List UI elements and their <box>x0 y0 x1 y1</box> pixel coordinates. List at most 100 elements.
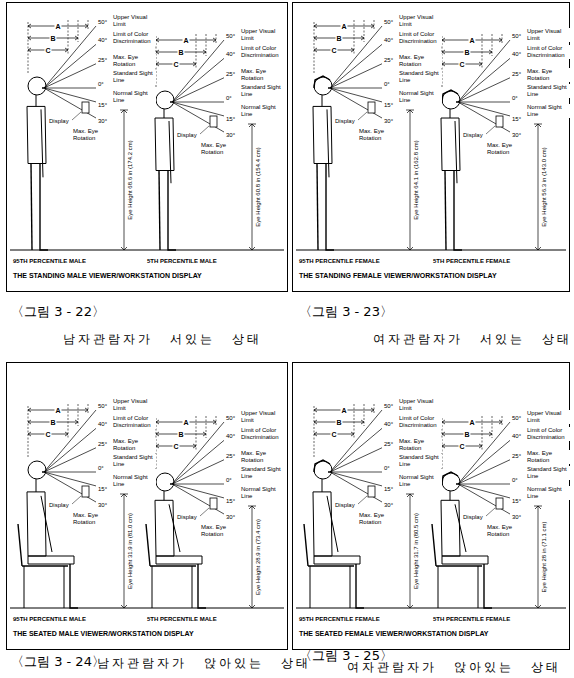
leg <box>159 171 160 251</box>
angle-label: 25° <box>383 441 394 448</box>
arrowhead <box>371 408 374 412</box>
dimension-letter: B <box>463 49 470 56</box>
angle-label: 15° <box>225 116 236 123</box>
eye-point <box>170 101 172 103</box>
arrowhead <box>28 24 31 28</box>
arrowhead <box>407 494 413 497</box>
sight-line <box>458 40 510 102</box>
extension-line <box>196 416 197 450</box>
angle-label: 25° <box>225 453 236 460</box>
arrowhead <box>442 444 445 448</box>
angle-label: 50° <box>511 415 522 422</box>
angle-label: 25° <box>383 57 394 64</box>
sight-line-label: Normal Sight Line <box>112 90 156 104</box>
extension-line <box>482 416 483 450</box>
dimension-letter: B <box>177 431 184 438</box>
limit-label: Max. Eye Rotation <box>486 524 530 538</box>
sight-line <box>330 410 382 472</box>
dimension-letter: C <box>172 443 179 450</box>
arrowhead <box>479 444 482 448</box>
sight-line <box>44 64 96 88</box>
neck <box>322 95 323 106</box>
arrowhead <box>121 110 127 113</box>
extension-line <box>196 34 197 68</box>
sight-line <box>44 88 96 89</box>
extension-line <box>492 34 493 56</box>
leader-line <box>72 112 81 120</box>
angle-label: 15° <box>383 486 394 493</box>
dimension-letter: A <box>340 23 347 30</box>
chair-leg <box>24 566 25 608</box>
panel-title: THE SEATED FEMALE VIEWER/WORKSTATION DIS… <box>299 629 489 638</box>
eye-height-label: Eye Height 28.9 in (73.4 cm) <box>255 518 262 596</box>
figure-caption: 95TH PERCENTILE FEMALE <box>299 257 380 265</box>
floor-line <box>10 250 284 251</box>
arrowhead <box>121 605 127 608</box>
sight-line <box>330 44 382 88</box>
angle-label: 50° <box>97 19 108 26</box>
sight-line <box>172 422 224 484</box>
chair-seat <box>436 565 482 567</box>
sight-line <box>172 102 224 116</box>
angle-label: 0° <box>97 465 105 472</box>
sight-line <box>44 448 96 472</box>
arrowhead <box>314 420 317 424</box>
display-symbol <box>496 498 503 509</box>
figure-caption: 남자관람자가 서있는 상태 <box>62 332 263 347</box>
angle-label: 15° <box>97 486 108 493</box>
limit-label: Max. Eye Rotation <box>358 128 402 142</box>
limit-label: Upper Visual Limit <box>112 398 156 412</box>
figure-caption: 5TH PERCENTILE MALE <box>147 615 217 623</box>
limit-label: Upper Visual Limit <box>398 398 442 412</box>
head <box>28 461 46 479</box>
extension-line <box>354 20 355 54</box>
neck <box>322 479 323 492</box>
sight-line <box>44 26 96 88</box>
dimension-letter: C <box>458 443 465 450</box>
viewer-figure <box>304 404 414 608</box>
extension-line <box>374 404 375 414</box>
arm <box>41 109 43 177</box>
limit-label: Upper Visual Limit <box>526 410 570 424</box>
leg <box>317 164 318 251</box>
chair-leg <box>478 566 479 608</box>
sight-line <box>44 88 96 102</box>
angle-label: 40° <box>383 37 394 44</box>
sight-line <box>330 472 382 502</box>
display-label: Display <box>462 514 484 521</box>
leg <box>31 164 32 251</box>
arrowhead <box>499 38 502 42</box>
dimension-letter: A <box>182 419 189 426</box>
extension-line <box>88 20 89 30</box>
sight-line <box>458 440 510 484</box>
limit-label: Upper Visual Limit <box>526 28 570 42</box>
angle-label: 0° <box>97 81 105 88</box>
angle-label: 30° <box>225 132 236 139</box>
sight-line-label: Standard Sight Line <box>240 84 284 98</box>
display-symbol <box>82 102 89 113</box>
dimension-letter: B <box>49 419 56 426</box>
arrowhead <box>65 48 68 52</box>
angle-label: 15° <box>511 116 522 123</box>
sight-line <box>44 88 96 118</box>
sight-line <box>172 440 224 484</box>
leader-line <box>200 508 209 516</box>
limit-label: Max. Eye Rotation <box>398 438 442 452</box>
sight-line-label: Standard Sight Line <box>398 454 442 468</box>
lower-leg <box>356 564 364 608</box>
limit-label: Max. Eye Rotation <box>112 54 156 68</box>
extension-line <box>364 20 365 42</box>
angle-label: 50° <box>97 403 108 410</box>
torso <box>313 106 332 163</box>
arm <box>455 121 457 183</box>
viewer-figure <box>18 404 128 608</box>
sight-line <box>172 40 224 102</box>
dimension-line <box>538 124 539 250</box>
arrowhead <box>156 432 159 436</box>
arrowhead <box>28 48 31 52</box>
chair-back <box>432 524 436 566</box>
chair-back <box>304 524 308 566</box>
thigh <box>28 556 74 564</box>
eye-point <box>328 471 330 473</box>
extension-line <box>502 34 503 44</box>
